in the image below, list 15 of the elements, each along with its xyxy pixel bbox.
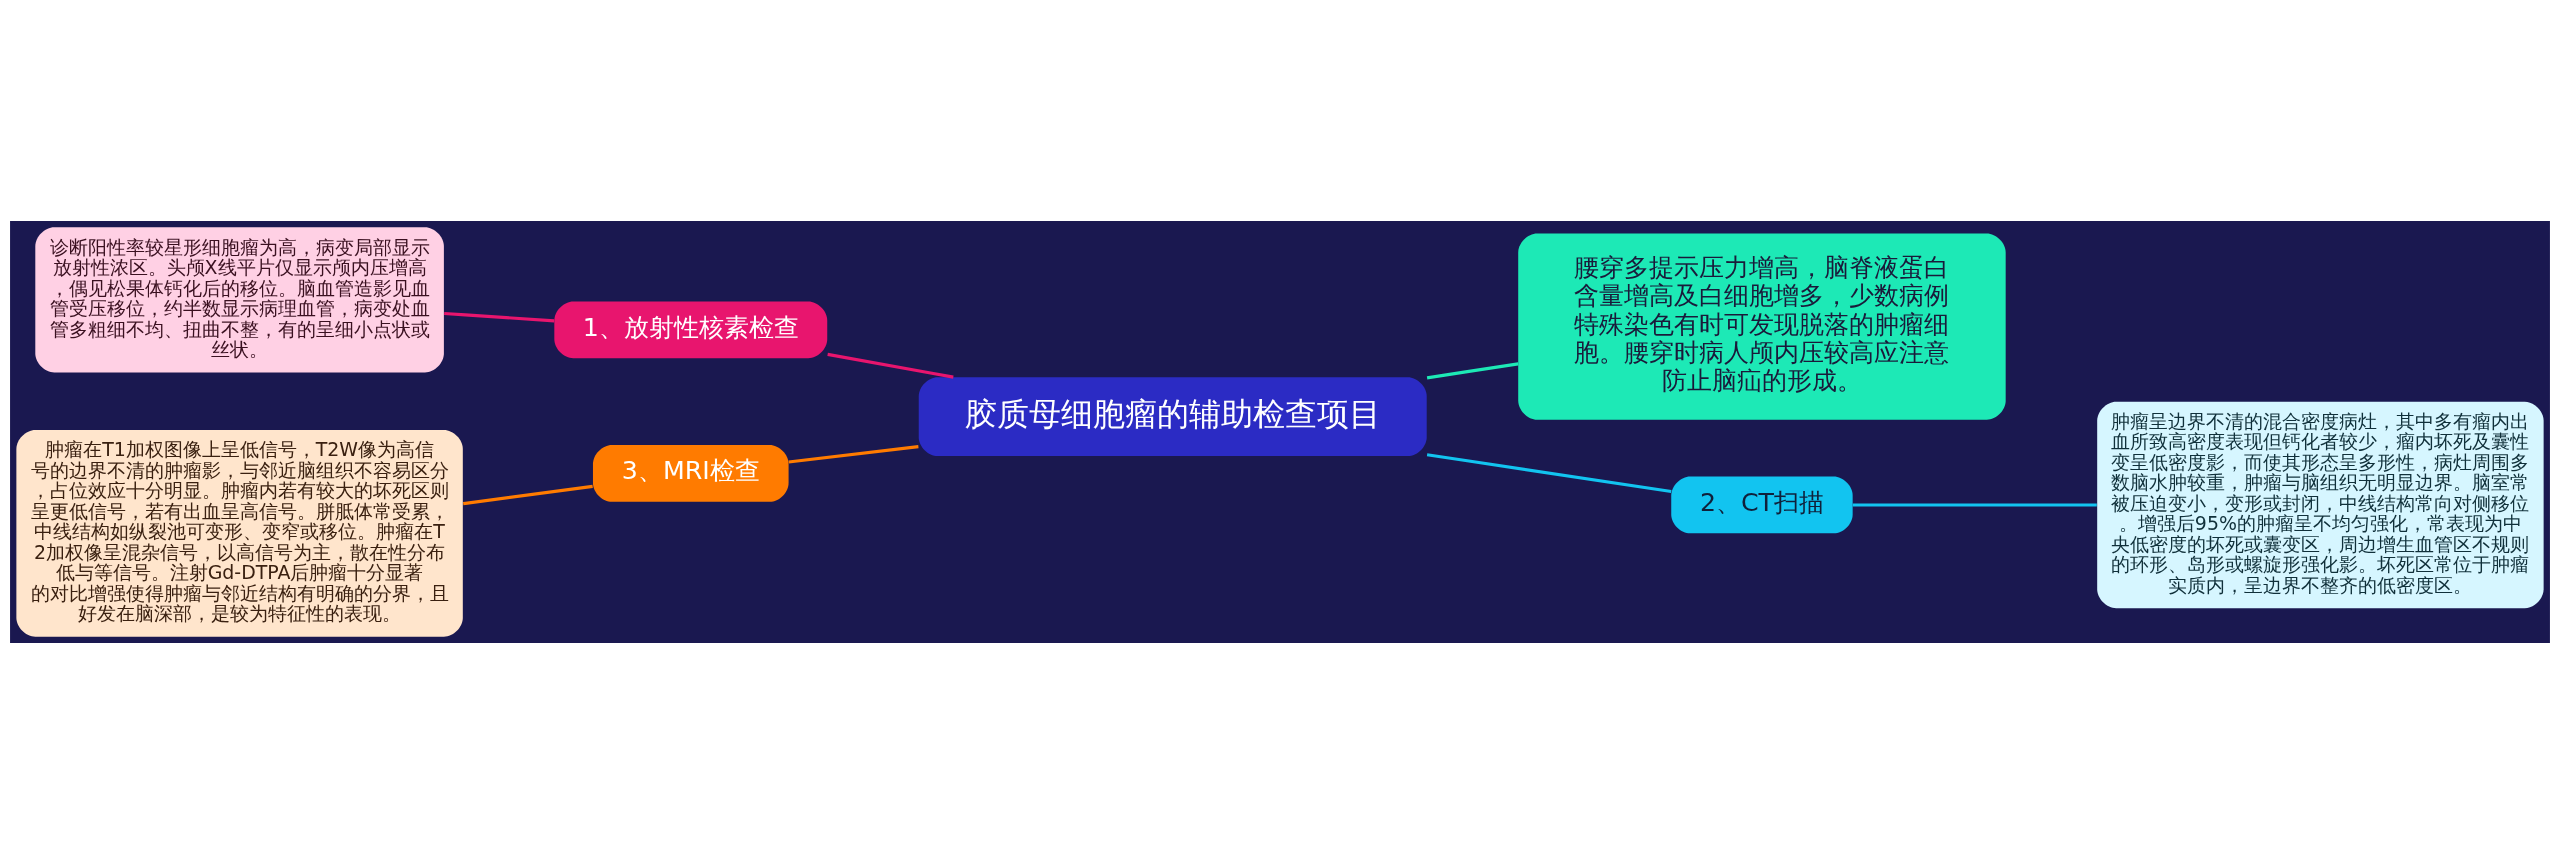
node-box: 3、MRI检查 — [592, 444, 789, 502]
connector — [1852, 502, 2097, 507]
node-box: 胶质母细胞瘤的辅助检查项目 — [918, 376, 1427, 456]
node-box: 腰穿多提示压力增高，脑脊液蛋白含量增高及白细胞增多，少数病例特殊染色有时可发现脱落的肿瘤细胞。腰穿时病人颅内压较高应注意防止脑疝的形成。 — [1518, 233, 2006, 420]
node-box: 肿瘤呈边界不清的混合密度病灶，其中多有瘤内出血所致高密度表现但钙化者较少，瘤内坏死及囊性变呈低密度影，而使其形态呈多形性，病灶周围多数脑水肿较重，肿瘤与脑组织无明显边界。脑室常被压迫变小，变形或封闭，中线结构常向对侧移位。增强后95%的肿瘤呈不均匀强化，常表现为中央低密度的坏死或囊变区，周边增生血管区不规则的环形、岛形或螺旋形强化影。坏死区常位于肿瘤实质内，呈边界不整齐的低密度区。 — [2097, 401, 2544, 608]
connector — [1426, 361, 1519, 379]
connector — [1426, 452, 1672, 493]
node-box: 诊断阳性率较星形细胞瘤为高，病变局部显示放射性浓区。头颅X线平片仅显示颅内压增高，偶见松果体钙化后的移位。脑血管造影见血管受压移位，约半数显示病理血管，病变处血管多粗细不均、扭曲不整，有的呈细小点状或丝状。 — [35, 226, 444, 372]
node-box: 1、放射性核素检查 — [554, 300, 828, 358]
node-box: 2、CT扫描 — [1671, 476, 1853, 533]
connector — [827, 352, 954, 379]
node-box: 肿瘤在T1加权图像上呈低信号，T2W像为高信号的边界不清的肿瘤影，与邻近脑组织不容易区分，占位效应十分明显。肿瘤内若有较大的坏死区则呈更低信号，若有出血呈高信号。胼胝体常受累，中线结构如纵裂池可变形、变窄或移位。肿瘤在T2加权像呈混杂信号，以高信号为主，散在性分布低与等信号。注射Gd-DTPA后肿瘤十分显著的对比增强使得肿瘤与邻近结构有明确的分界，且好发在脑深部，是较为特征性的表现。 — [16, 429, 463, 637]
connector — [444, 311, 555, 322]
connector — [463, 484, 593, 505]
connector — [788, 444, 919, 464]
